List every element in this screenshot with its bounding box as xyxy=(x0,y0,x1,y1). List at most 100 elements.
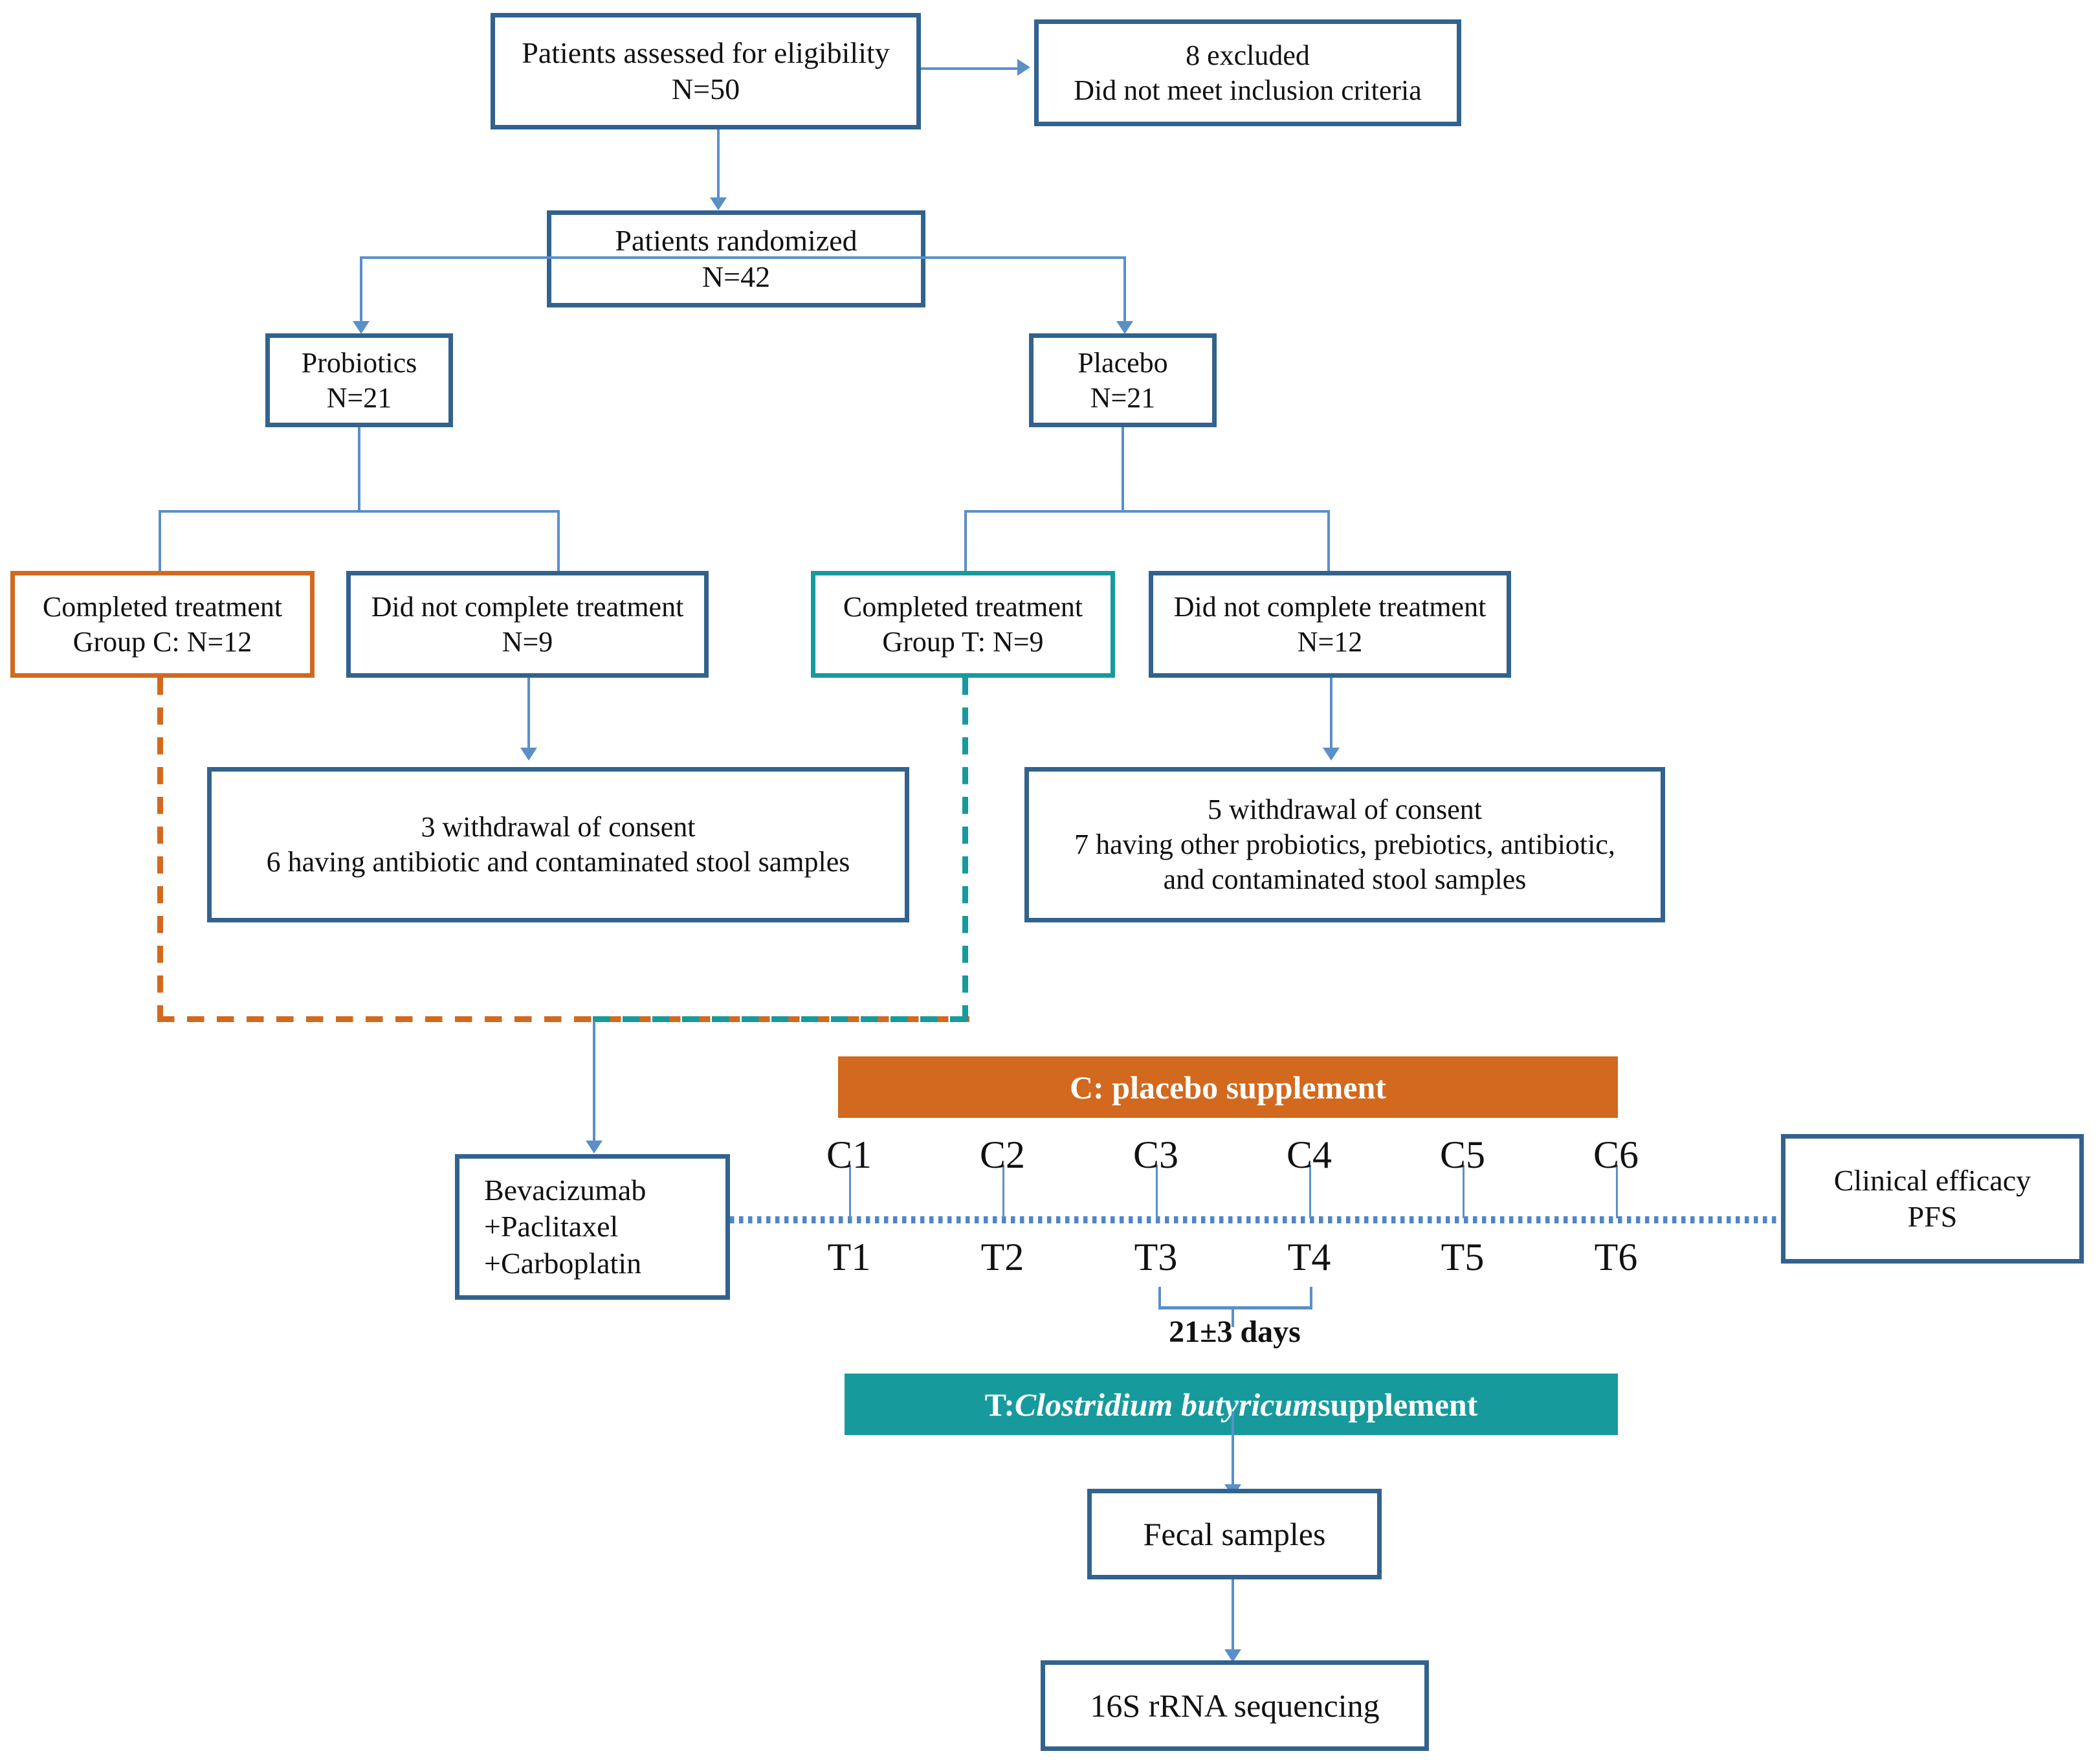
connector-banner-to-fecal xyxy=(1232,1411,1234,1492)
node-withdrawal-right-line3: and contaminated stool samples xyxy=(1163,863,1527,895)
node-randomized-line1: Patients randomized xyxy=(615,223,857,257)
banner-treatment-suffix: supplement xyxy=(1318,1386,1478,1423)
arrowhead-to-excluded xyxy=(1017,59,1030,76)
node-not-complete-left-line2: N=9 xyxy=(502,625,553,658)
connector-placebo-left-drop xyxy=(964,510,967,572)
node-not-complete-left-line1: Did not complete treatment xyxy=(371,590,684,623)
connector-fecal-to-sequencing xyxy=(1232,1579,1234,1657)
node-patients-assessed-line1: Patients assessed for eligibility xyxy=(522,36,890,69)
node-probiotics[interactable]: Probiotics N=21 xyxy=(265,333,453,427)
node-clinical-efficacy[interactable]: Clinical efficacy PFS xyxy=(1781,1134,2084,1264)
interval-bracket-stem xyxy=(1232,1306,1234,1327)
interval-label: 21±3 days xyxy=(1169,1315,1301,1349)
node-probiotics-line1: Probiotics xyxy=(301,346,417,379)
cycle-label-c2: C2 xyxy=(979,1133,1026,1176)
dashed-route-group-c-horizontal xyxy=(157,1016,969,1022)
cycle-label-t3: T3 xyxy=(1134,1236,1178,1278)
banner-treatment-supplement: T: Clostridium butyricum supplement xyxy=(845,1374,1618,1435)
timeline-tick-1 xyxy=(849,1165,851,1218)
banner-control-supplement: C: placebo supplement xyxy=(838,1056,1618,1118)
connector-split-right xyxy=(1123,256,1126,328)
timeline-tick-6 xyxy=(1616,1165,1618,1218)
timeline-dotted-arrow xyxy=(730,1216,1791,1223)
node-withdrawal-right-line2: 7 having other probiotics, prebiotics, a… xyxy=(1074,829,1615,861)
node-placebo-line2: N=21 xyxy=(1090,381,1156,414)
connector-assessed-to-excluded xyxy=(921,67,1021,70)
timeline-tick-2 xyxy=(1002,1165,1004,1218)
node-randomized-line2: N=42 xyxy=(702,260,771,293)
node-probiotics-line2: N=21 xyxy=(326,381,392,414)
arrowhead-right-withdrawal xyxy=(1323,748,1340,761)
connector-dashed-junction-to-chemo xyxy=(593,1021,595,1148)
cycle-label-t5: T5 xyxy=(1441,1236,1485,1278)
arrowhead-to-randomized xyxy=(710,197,727,210)
node-not-complete-right-line1: Did not complete treatment xyxy=(1173,590,1487,623)
node-withdrawal-left-line1: 3 withdrawal of consent xyxy=(421,811,696,843)
banner-treatment-species: Clostridium butyricum xyxy=(1014,1386,1318,1423)
banner-treatment-prefix: T: xyxy=(984,1386,1015,1423)
dashed-route-group-t-vertical xyxy=(962,678,968,1021)
node-placebo-line1: Placebo xyxy=(1078,346,1168,379)
arrowhead-left-withdrawal xyxy=(520,748,537,761)
arrowhead-to-sequencing xyxy=(1224,1649,1241,1662)
node-did-not-complete-right[interactable]: Did not complete treatment N=12 xyxy=(1149,571,1511,678)
node-completed-t-line2: Group T: N=9 xyxy=(882,625,1044,658)
banner-control-label: C: placebo supplement xyxy=(1070,1069,1386,1106)
connector-split-left xyxy=(360,256,362,328)
node-clinical-efficacy-line2: PFS xyxy=(1907,1200,1958,1233)
connector-probiotics-left-drop xyxy=(159,510,161,572)
connector-placebo-split-bar xyxy=(964,510,1330,513)
node-completed-c-line1: Completed treatment xyxy=(42,590,283,623)
node-fecal-samples-label: Fecal samples xyxy=(1143,1515,1326,1552)
node-did-not-complete-left[interactable]: Did not complete treatment N=9 xyxy=(346,571,709,678)
node-chemo-line1: Bevacizumab xyxy=(484,1174,647,1207)
dashed-route-group-c-vertical xyxy=(157,678,163,1021)
dashed-route-group-t-horizontal xyxy=(593,1016,968,1022)
cycle-label-c1: C1 xyxy=(826,1133,872,1176)
connector-placebo-stem xyxy=(1122,427,1124,511)
node-not-complete-right-line2: N=12 xyxy=(1297,625,1363,658)
node-completed-group-c[interactable]: Completed treatment Group C: N=12 xyxy=(10,571,315,678)
node-excluded-line2: Did not meet inclusion criteria xyxy=(1074,74,1422,106)
node-excluded[interactable]: 8 excluded Did not meet inclusion criter… xyxy=(1034,19,1461,126)
connector-probiotics-right-drop xyxy=(557,510,560,572)
cycle-label-t4: T4 xyxy=(1287,1236,1331,1278)
node-patients-assessed-line2: N=50 xyxy=(671,72,740,106)
node-patients-randomized[interactable]: Patients randomized N=42 xyxy=(547,210,925,307)
node-16s-sequencing[interactable]: 16S rRNA sequencing xyxy=(1041,1660,1429,1751)
arrowhead-to-placebo xyxy=(1116,321,1133,334)
timeline-tick-3 xyxy=(1156,1165,1158,1218)
node-placebo[interactable]: Placebo N=21 xyxy=(1029,333,1217,427)
node-chemo-line3: +Carboplatin xyxy=(484,1246,642,1280)
node-chemotherapy-regimen[interactable]: Bevacizumab +Paclitaxel +Carboplatin xyxy=(455,1154,730,1300)
connector-left-to-withdrawal xyxy=(527,678,530,754)
node-sequencing-label: 16S rRNA sequencing xyxy=(1090,1687,1380,1724)
cycle-label-c4: C4 xyxy=(1286,1133,1332,1176)
node-completed-c-line2: Group C: N=12 xyxy=(72,625,252,658)
cycle-label-t6: T6 xyxy=(1594,1236,1638,1278)
node-completed-t-line1: Completed treatment xyxy=(843,590,1083,623)
node-withdrawal-left[interactable]: 3 withdrawal of consent 6 having antibio… xyxy=(207,767,909,922)
node-fecal-samples[interactable]: Fecal samples xyxy=(1087,1489,1382,1579)
node-patients-assessed[interactable]: Patients assessed for eligibility N=50 xyxy=(491,13,921,129)
node-excluded-line1: 8 excluded xyxy=(1186,39,1310,71)
timeline-tick-5 xyxy=(1463,1165,1464,1218)
node-withdrawal-right[interactable]: 5 withdrawal of consent 7 having other p… xyxy=(1024,767,1665,922)
connector-placebo-right-drop xyxy=(1327,510,1330,572)
connector-probiotics-split-bar xyxy=(159,510,560,513)
node-completed-group-t[interactable]: Completed treatment Group T: N=9 xyxy=(811,571,1115,678)
cycle-label-c3: C3 xyxy=(1133,1133,1179,1176)
cycle-label-t2: T2 xyxy=(980,1236,1024,1278)
connector-right-to-withdrawal xyxy=(1330,678,1332,754)
interval-bracket xyxy=(1158,1287,1312,1309)
cycle-label-c6: C6 xyxy=(1593,1133,1639,1176)
node-chemo-line2: +Paclitaxel xyxy=(484,1210,619,1243)
cycle-label-t1: T1 xyxy=(827,1236,871,1278)
connector-split-bar xyxy=(360,256,1125,259)
arrowhead-to-probiotics xyxy=(353,321,370,334)
arrowhead-to-chemo xyxy=(586,1141,602,1153)
timeline-tick-4 xyxy=(1309,1165,1311,1218)
cycle-label-c5: C5 xyxy=(1439,1133,1486,1176)
node-clinical-efficacy-line1: Clinical efficacy xyxy=(1833,1163,2031,1197)
